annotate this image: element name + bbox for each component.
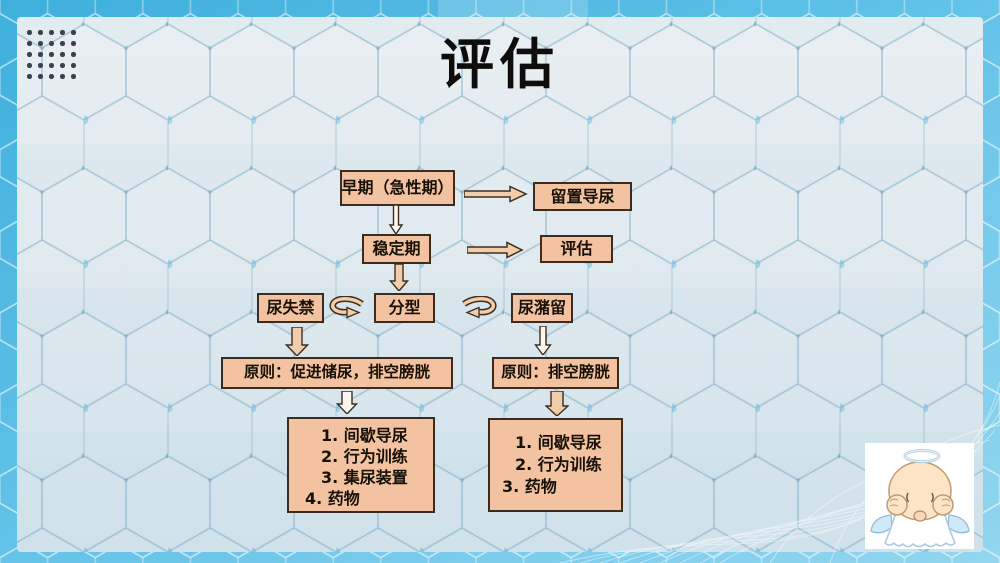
page-title: 评估 [440, 33, 560, 96]
down-arrow-icon [388, 205, 404, 234]
down-arrow-icon [389, 264, 409, 291]
list-item: 3. 集尿装置 [321, 468, 408, 487]
flow-node-principle-retention: 原则：排空膀胱 [492, 357, 619, 389]
flow-node-principle-incontinence: 原则：促进储尿，排空膀胱 [221, 357, 453, 389]
flow-node-indwelling-catheter: 留置导尿 [533, 182, 632, 211]
dots-grid-icon [27, 30, 82, 85]
incontinence-measures-list: 1. 间歇导尿 2. 行为训练 3. 集尿装置 4. 药物 [287, 417, 435, 513]
list-item: 1. 间歇导尿 [321, 426, 408, 445]
curved-right-arrow-icon [462, 296, 497, 319]
right-arrow-icon [467, 241, 524, 259]
flow-node-typing: 分型 [374, 293, 435, 323]
list-item: 2. 行为训练 [321, 447, 408, 466]
list-item: 2. 行为训练 [515, 455, 602, 474]
down-arrow-icon [534, 326, 552, 355]
flow-node-early-acute: 早期（急性期） [340, 170, 455, 206]
flow-node-incontinence: 尿失禁 [257, 293, 324, 323]
right-arrow-icon [464, 185, 528, 203]
list-item: 4. 药物 [305, 489, 360, 508]
retention-measures-list: 1. 间歇导尿 2. 行为训练 3. 药物 [488, 418, 623, 512]
angel-cartoon-image [865, 443, 974, 549]
flow-node-retention: 尿潴留 [511, 293, 573, 323]
curved-left-arrow-icon [329, 296, 364, 319]
down-arrow-icon [285, 327, 309, 356]
list-item: 3. 药物 [502, 477, 557, 496]
down-arrow-icon [545, 391, 569, 416]
down-arrow-icon [336, 391, 358, 414]
flow-node-assessment: 评估 [540, 235, 613, 263]
list-item: 1. 间歇导尿 [515, 433, 602, 452]
flow-node-stable-period: 稳定期 [362, 234, 431, 264]
